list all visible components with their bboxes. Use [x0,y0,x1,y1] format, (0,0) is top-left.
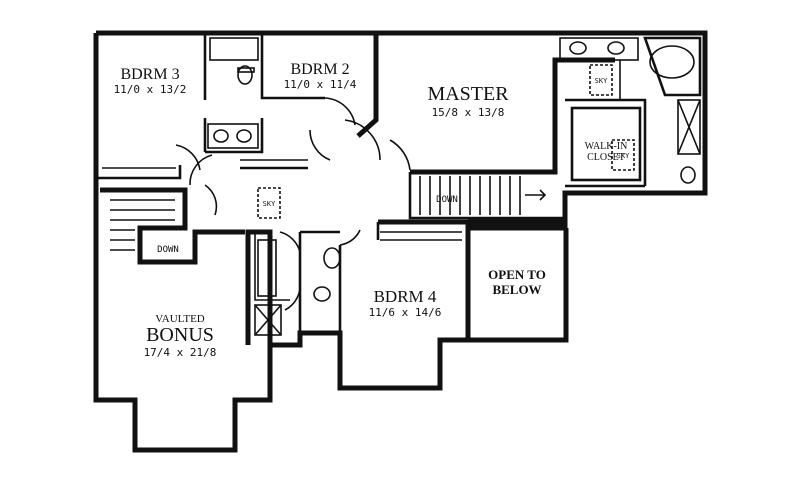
sky-label-hall: SKY [263,200,276,208]
master-name: MASTER [427,83,509,105]
master-dims: 15/8 x 13/8 [432,106,505,119]
bdrm4-name: BDRM 4 [374,287,437,306]
walkin-line1: WALK-IN [585,141,628,152]
bonus-dims: 17/4 x 21/8 [144,346,217,359]
bdrm3-dims: 11/0 x 13/2 [114,83,187,96]
down-label-master: DOWN [436,195,458,205]
bonus-line2: BONUS [146,324,214,346]
sky-label-master: SKY [595,77,608,85]
walkin-line2: CLOSET [587,152,625,163]
bdrm2-dims: 11/0 x 11/4 [284,78,357,91]
bonus-line1: VAULTED [155,313,205,325]
exterior-walls [93,30,708,453]
bdrm2-name: BDRM 2 [290,61,349,78]
open-line1: OPEN TO [488,267,546,282]
room-labels: BDRM 3 11/0 x 13/2 BDRM 2 11/0 x 11/4 MA… [114,61,628,359]
open-line2: BELOW [492,282,541,297]
down-label-left: DOWN [157,245,179,255]
notes: SKY SKY SKY DOWN DOWN [157,77,630,255]
bdrm4-dims: 11/6 x 14/6 [369,306,442,319]
sky-label-closet: SKY [617,152,630,160]
door-swings [175,97,411,311]
bdrm3-name: BDRM 3 [120,66,179,83]
fixtures [110,36,702,336]
